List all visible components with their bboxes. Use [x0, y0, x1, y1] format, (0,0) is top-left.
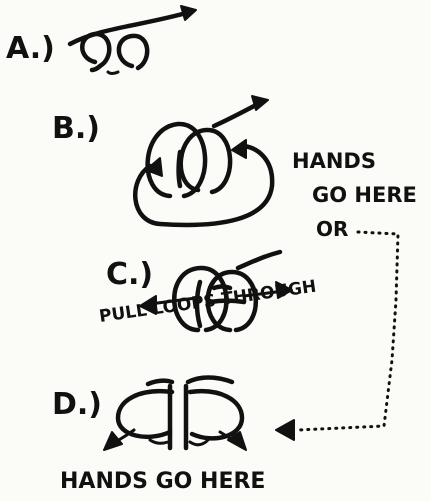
step-c-label: C.): [106, 257, 153, 292]
step-b-arrow-right-icon: [232, 140, 246, 158]
dotted-arrow-icon: [276, 420, 294, 440]
step-d-hands-go-here: HANDS GO HERE: [60, 469, 265, 494]
step-b-arrow-out-icon: [252, 96, 268, 110]
step-c: C.) PULL LOOPS THROUGH: [98, 252, 318, 330]
step-a: A.): [6, 6, 196, 74]
step-d-label: D.): [52, 387, 102, 422]
step-a-arrow-icon: [181, 6, 196, 20]
or-label: OR: [316, 217, 348, 241]
step-a-label: A.): [6, 31, 55, 66]
step-d: D.) HANDS GO HERE: [52, 378, 265, 495]
step-d-knot-icon: [110, 378, 242, 449]
dotted-connector: [276, 232, 398, 440]
step-b-hands-line2: GO HERE: [312, 183, 417, 207]
step-d-arrow-left-icon: [104, 432, 122, 450]
step-b-label: B.): [52, 111, 100, 146]
step-b: B.) HANDS GO HERE OR: [52, 96, 417, 241]
step-b-hands-line1: HANDS: [292, 149, 376, 173]
step-a-loops-icon: [70, 12, 190, 74]
